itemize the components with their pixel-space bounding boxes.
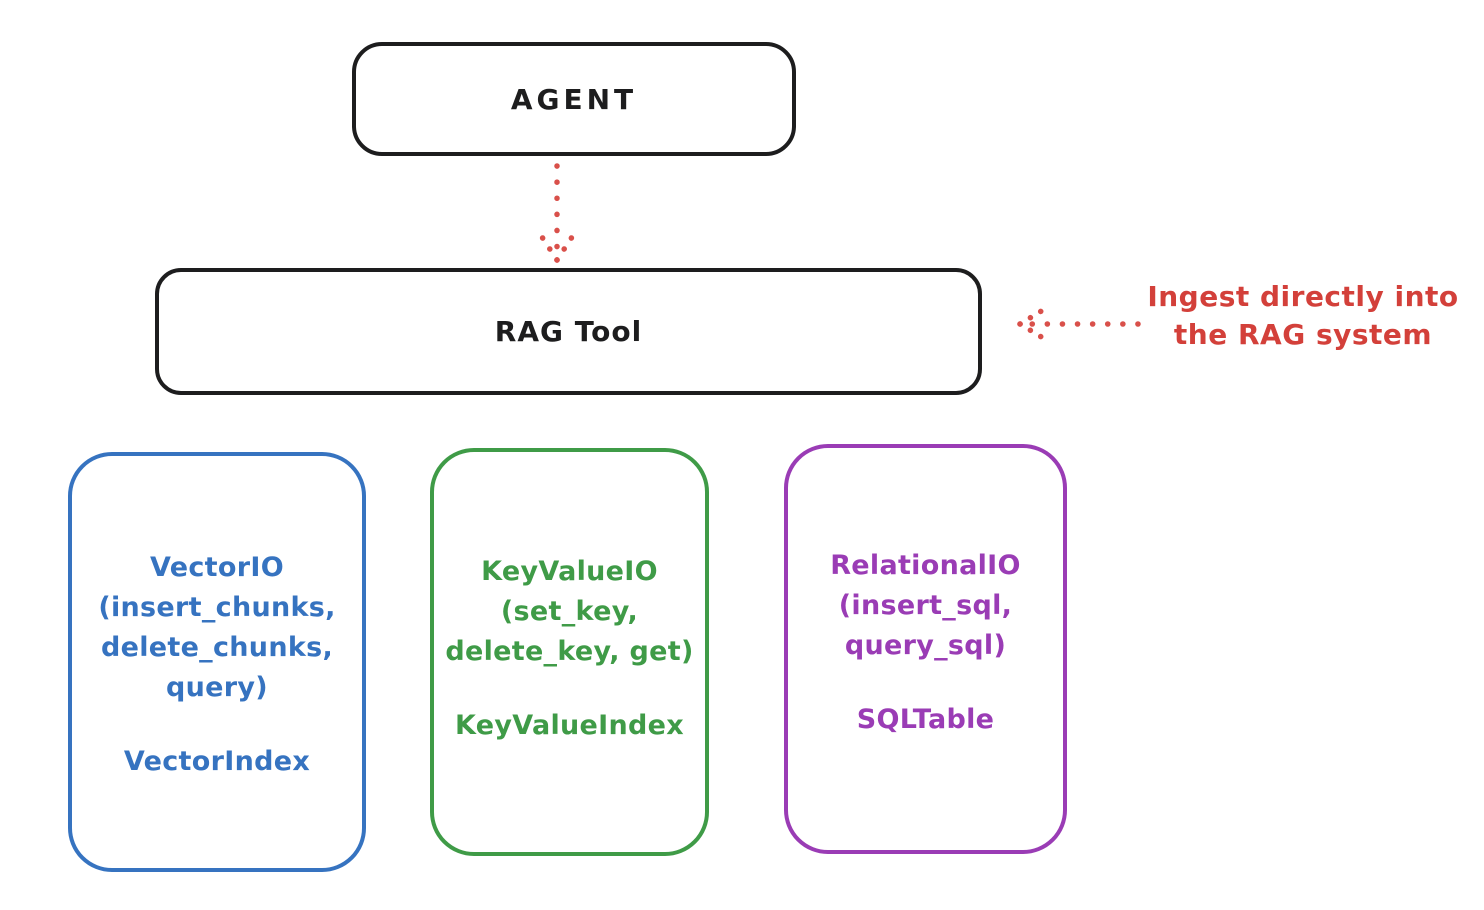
ingest-annotation-line2: the RAG system [1173, 318, 1433, 351]
sql-table-label: SQLTable [856, 704, 995, 735]
rag-tool-box-label: RAG Tool [494, 315, 643, 348]
ingest-arrow [1012, 298, 1146, 350]
relational-io-card: RelationalIO (insert_sql, query_sql) SQL… [784, 444, 1067, 854]
relational-io-card-content: RelationalIO (insert_sql, query_sql) SQL… [830, 546, 1021, 740]
vector-io-line: delete_chunks, [100, 632, 334, 663]
relational-io-line: (insert_sql, [838, 590, 1013, 621]
vector-io-line: query) [166, 672, 268, 703]
ingest-annotation: Ingest directly into the RAG system [1138, 278, 1468, 354]
agent-box: AGENT [352, 42, 796, 156]
agent-box-label: AGENT [510, 82, 638, 116]
keyvalue-io-card-content: KeyValueIO (set_key, delete_key, get) Ke… [445, 552, 693, 746]
vector-index-label: VectorIndex [123, 746, 311, 777]
vector-io-card: VectorIO (insert_chunks, delete_chunks, … [68, 452, 366, 872]
ingest-annotation-line1: Ingest directly into [1147, 280, 1459, 313]
vector-io-card-content: VectorIO (insert_chunks, delete_chunks, … [98, 548, 335, 782]
keyvalue-io-line: delete_key, get) [445, 636, 694, 667]
keyvalue-index-label: KeyValueIndex [454, 710, 684, 741]
relational-io-line: RelationalIO [830, 550, 1021, 581]
rag-tool-box: RAG Tool [155, 268, 982, 395]
agent-to-rag-arrow [527, 162, 587, 266]
vector-io-line: VectorIO [150, 552, 284, 583]
keyvalue-io-line: KeyValueIO [481, 556, 658, 587]
keyvalue-io-card: KeyValueIO (set_key, delete_key, get) Ke… [430, 448, 709, 856]
relational-io-line: query_sql) [844, 630, 1007, 661]
keyvalue-io-line: (set_key, [500, 596, 639, 627]
vector-io-line: (insert_chunks, [98, 592, 336, 623]
left-dotted-arrow-icon [1017, 304, 1141, 344]
down-dotted-arrow-icon [537, 163, 577, 263]
